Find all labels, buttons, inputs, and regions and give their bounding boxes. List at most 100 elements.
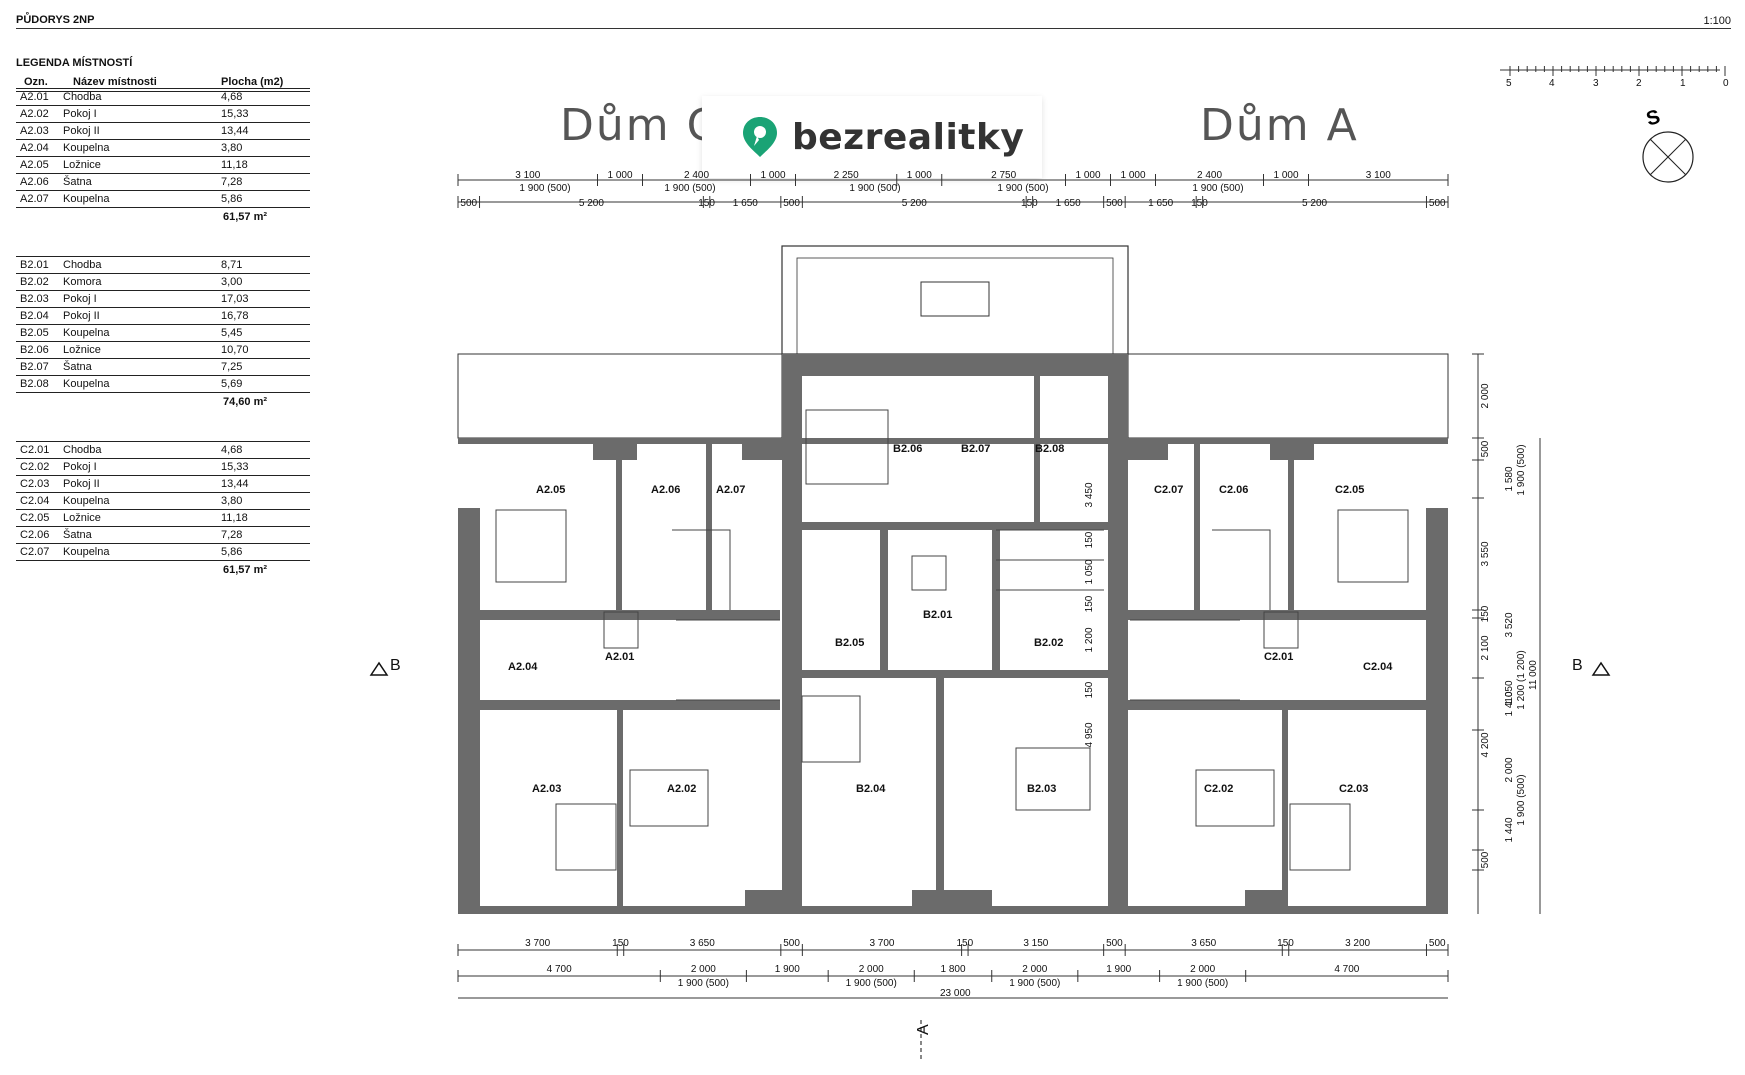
legend-room-name: Ložnice [63, 512, 101, 524]
legend-room-name: Pokoj II [63, 125, 100, 137]
terrace-right [1127, 353, 1449, 439]
legend-room-name: Koupelna [63, 142, 110, 154]
legend-total: 74,60 m² [223, 396, 268, 408]
legend-room-name: Koupelna [63, 193, 110, 205]
legend-total: 61,57 m² [223, 211, 268, 223]
legend-code: C2.03 [20, 478, 50, 490]
legend-code: B2.07 [20, 361, 49, 373]
dim-bottom-2: 1 900 [775, 964, 800, 975]
graphic-scale-bar: 5 4 3 2 1 0 [1500, 66, 1729, 89]
room-c2-02: C2.02 [1204, 783, 1233, 795]
legend-code: A2.06 [20, 176, 49, 188]
dim-inner: 150 [1084, 595, 1095, 612]
dim-bottom-2: 4 700 [1334, 964, 1359, 975]
brand-badge[interactable]: bezrealitky [702, 96, 1042, 178]
walls [458, 354, 1448, 914]
legend-code: B2.06 [20, 344, 49, 356]
legend-area: 3,80 [221, 142, 243, 154]
dim-top-1: 3 100 [1366, 170, 1391, 181]
legend-area: 5,86 [221, 193, 243, 205]
room-legend: LEGENDA MÍSTNOSTÍ Ozn. Název místnosti P… [16, 57, 310, 92]
legend-room-name: Pokoj I [63, 108, 97, 120]
dim-bottom-1: 150 [956, 938, 973, 949]
dim-top-2: 500 [783, 198, 800, 209]
room-a2-04: A2.04 [508, 661, 538, 673]
dim-inner: 150 [1084, 531, 1095, 548]
room-b2-05: B2.05 [835, 637, 864, 649]
scale-tick-0: 0 [1723, 78, 1729, 89]
header-rule [16, 28, 1731, 29]
legend-code: A2.04 [20, 142, 49, 154]
legend-area: 13,44 [221, 125, 249, 137]
legend-area: 7,28 [221, 176, 243, 188]
dim-right: 1 580 [1504, 466, 1515, 491]
legend-room-name: Chodba [63, 259, 102, 271]
legend-area: 11,18 [221, 512, 248, 524]
legend-row: B2.03 Pokoj I 17,03 [16, 291, 310, 308]
dim-bottom-2b: 1 900 (500) [846, 978, 897, 989]
legend-area: 15,33 [221, 461, 249, 473]
legend-col-area: Plocha (m2) [221, 76, 284, 88]
dim-top-1: 1 000 [760, 170, 785, 181]
legend-room-name: Šatna [63, 529, 92, 541]
legend-code: A2.02 [20, 108, 49, 120]
house-c-label: Dům C [560, 100, 720, 151]
terrace-left [457, 353, 783, 439]
dim-top-1: 3 100 [515, 170, 540, 181]
dim-top-1b: 1 900 (500) [849, 183, 900, 194]
scale-tick-2: 2 [1636, 78, 1642, 89]
dim-bottom-1: 500 [1106, 938, 1123, 949]
dim-top-1: 2 750 [991, 170, 1016, 181]
legend-area: 11,18 [221, 159, 248, 171]
legend-room-name: Koupelna [63, 327, 110, 339]
legend-room-name: Chodba [63, 91, 102, 103]
legend-total: 61,57 m² [223, 564, 268, 576]
room-b2-04: B2.04 [856, 783, 886, 795]
legend-code: C2.02 [20, 461, 50, 473]
dim-top-1: 1 000 [907, 170, 932, 181]
legend-row: A2.04 Koupelna 3,80 [16, 140, 310, 157]
drawing-title: PŮDORYS 2NP [16, 14, 95, 26]
legend-code: B2.02 [20, 276, 49, 288]
legend-room-name: Pokoj I [63, 293, 97, 305]
dim-bottom-2: 2 000 [1022, 964, 1047, 975]
legend-title: LEGENDA MÍSTNOSTÍ [16, 57, 133, 69]
dim-inner: 4 950 [1084, 722, 1095, 747]
room-a2-06: A2.06 [651, 484, 680, 496]
legend-code: C2.01 [20, 444, 50, 456]
dim-bottom-1: 3 650 [690, 938, 715, 949]
legend-area: 17,03 [221, 293, 249, 305]
dim-bottom-2b: 1 900 (500) [1177, 978, 1228, 989]
legend-row: A2.02 Pokoj I 15,33 [16, 106, 310, 123]
drawing-scale: 1:100 [1703, 15, 1731, 27]
legend-code: B2.03 [20, 293, 49, 305]
section-a-bottom: A [915, 1024, 932, 1035]
house-a-label: Dům A [1200, 100, 1359, 151]
room-b2-01: B2.01 [923, 609, 952, 621]
dim-inner: 1 200 [1084, 627, 1095, 652]
room-b2-03: B2.03 [1027, 783, 1056, 795]
legend-code: A2.07 [20, 193, 49, 205]
section-b-left: B [390, 657, 401, 674]
dim-right-b: 1 900 (500) [1516, 444, 1527, 495]
dim-bottom-1: 3 650 [1191, 938, 1216, 949]
dim-bottom-1: 150 [612, 938, 629, 949]
legend-room-name: Chodba [63, 444, 102, 456]
legend-area: 15,33 [221, 108, 249, 120]
dim-top-1: 2 400 [684, 170, 709, 181]
dim-bottom-1: 150 [1277, 938, 1294, 949]
dim-top-1: 2 250 [834, 170, 859, 181]
